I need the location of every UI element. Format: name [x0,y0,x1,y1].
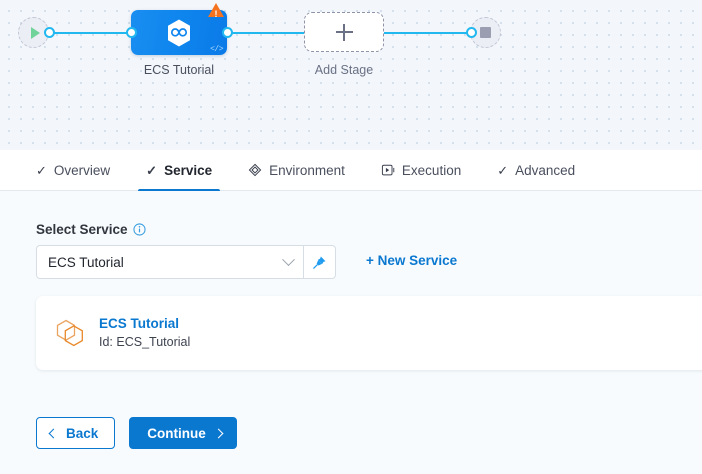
continue-button-label: Continue [147,425,206,441]
add-stage-node[interactable] [304,12,384,52]
chevron-right-icon [213,428,224,438]
back-button-label: Back [66,425,99,441]
stage-node-ecs-tutorial[interactable]: ! </> [131,3,227,55]
harness-service-icon [168,19,190,46]
select-service-label-text: Select Service [36,222,128,237]
service-select-value: ECS Tutorial [48,254,124,270]
play-icon [30,26,40,39]
tab-environment[interactable]: Environment [230,150,363,191]
connector-dot-end[interactable] [466,27,477,38]
continue-button[interactable]: Continue [129,417,237,449]
play-box-icon [381,164,395,176]
back-button[interactable]: Back [36,417,116,449]
check-icon: ✓ [146,162,158,178]
code-brackets-icon[interactable]: </> [210,45,223,54]
pin-icon [313,256,326,269]
info-icon[interactable] [132,223,146,236]
service-select-row: ECS Tutorial [36,245,336,279]
stage-node-label: ECS Tutorial [143,63,215,77]
tab-advanced[interactable]: ✓ Advanced [479,150,593,191]
tab-overview-label: Overview [53,162,111,178]
tab-environment-label: Environment [269,162,345,178]
edge-stage-to-add [228,32,304,34]
tab-service-label: Service [164,162,213,178]
warning-triangle-icon [208,3,224,17]
wizard-footer: Back Continue [36,417,237,449]
cube-icon [56,319,83,347]
connector-dot-stage-in[interactable] [126,27,137,38]
pipeline-canvas[interactable]: ! </> ECS Tutorial Add Stage [0,0,702,150]
pin-service-button[interactable] [304,245,336,279]
service-card-title[interactable]: ECS Tutorial [99,316,180,332]
check-icon: ✓ [36,162,47,178]
plus-icon [335,23,353,41]
tab-advanced-label: Advanced [515,162,576,178]
stop-icon [480,27,491,38]
tab-execution-label: Execution [401,162,462,178]
edge-start-to-stage [40,32,132,34]
tab-service[interactable]: ✓ Service [128,150,230,192]
service-select[interactable]: ECS Tutorial [36,245,304,279]
chevron-down-icon [282,252,295,266]
layers-diamond-icon [248,163,262,177]
service-summary-card[interactable]: ECS Tutorial Id: ECS_Tutorial [36,296,702,370]
stage-tabs: ✓ Overview ✓ Service Environment Executi… [0,150,702,192]
new-service-button[interactable]: + New Service [366,253,458,268]
add-stage-label: Add Stage [314,63,374,77]
pipeline-start-node[interactable] [18,17,49,48]
select-service-label: Select Service [36,222,146,237]
tab-execution[interactable]: Execution [363,150,479,191]
service-card-id: Id: ECS_Tutorial [99,334,191,349]
connector-dot-start[interactable] [44,27,55,38]
warning-exclamation: ! [214,9,218,19]
tab-overview[interactable]: ✓ Overview [18,150,128,191]
edge-add-to-end [384,32,478,34]
service-card-text: ECS Tutorial Id: ECS_Tutorial [99,315,190,350]
chevron-left-icon [48,428,59,438]
connector-dot-stage-out[interactable] [222,27,233,38]
check-icon: ✓ [497,162,509,178]
